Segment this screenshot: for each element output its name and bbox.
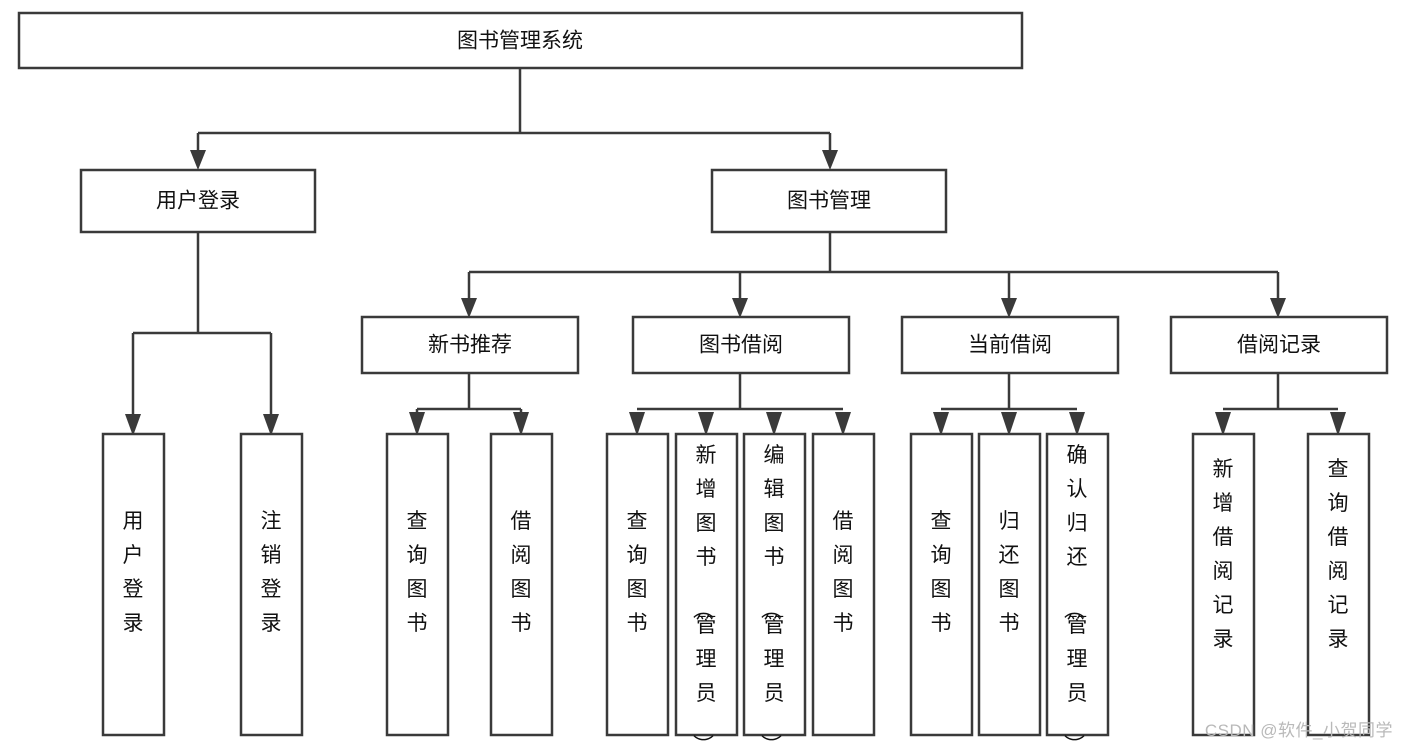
arrow-head-user-login <box>190 150 206 170</box>
node-book-borrow-box[interactable] <box>631 315 851 375</box>
node-root-label: 图书管理系统 <box>457 30 583 53</box>
node-leaf-edit-book-label: 编辑图书（管理员） <box>759 444 785 747</box>
arrow-head-leaf-logout-login <box>263 414 279 436</box>
node-leaf-add-record[interactable]: 新增借阅记录 <box>1191 432 1256 737</box>
node-leaf-add-book-box[interactable] <box>674 432 739 737</box>
arrow-head-leaf-user-login <box>125 414 141 436</box>
node-user-login-label: 用户登录 <box>156 190 240 213</box>
node-leaf-add-record-label: 新增借阅记录 <box>1213 458 1234 651</box>
node-book-borrow[interactable]: 图书借阅 <box>631 315 851 375</box>
node-new-book-recommend-box[interactable] <box>360 315 580 375</box>
connector-layer <box>125 68 1346 436</box>
node-book-manage-box[interactable] <box>710 168 948 234</box>
node-leaf-add-record-box[interactable] <box>1191 432 1256 737</box>
node-leaf-borrow-book-2-box[interactable] <box>811 432 876 737</box>
node-leaf-return-book[interactable]: 归还图书 <box>977 432 1042 737</box>
arrow-head-leaf-edit-book <box>766 412 782 436</box>
node-current-borrow[interactable]: 当前借阅 <box>900 315 1120 375</box>
node-leaf-query-record-box[interactable] <box>1306 432 1371 737</box>
node-book-manage[interactable]: 图书管理 <box>710 168 948 234</box>
arrow-head-leaf-borrow-book-1 <box>513 412 529 436</box>
node-leaf-query-book-3-label: 查询图书 <box>931 510 952 635</box>
node-leaf-borrow-book-2[interactable]: 借阅图书 <box>811 432 876 737</box>
node-borrow-record-label: 借阅记录 <box>1237 334 1321 357</box>
node-leaf-user-login-box[interactable] <box>101 432 166 737</box>
node-leaf-logout-login-box[interactable] <box>239 432 304 737</box>
node-leaf-borrow-book-1-label: 借阅图书 <box>511 510 532 635</box>
node-leaf-query-book-3[interactable]: 查询图书 <box>909 432 974 737</box>
node-leaf-borrow-book-1-box[interactable] <box>489 432 554 737</box>
arrow-head-leaf-borrow-book-2 <box>835 412 851 436</box>
node-borrow-record[interactable]: 借阅记录 <box>1169 315 1389 375</box>
node-leaf-query-book-2[interactable]: 查询图书 <box>605 432 670 737</box>
node-leaf-add-book[interactable]: 新增图书（管理员） <box>674 432 739 747</box>
node-root-box[interactable] <box>17 11 1024 70</box>
node-leaf-query-book-1-label: 查询图书 <box>407 510 428 635</box>
arrow-head-new-book-recommend <box>461 298 477 318</box>
node-leaf-edit-book[interactable]: 编辑图书（管理员） <box>742 432 807 747</box>
arrow-head-book-borrow <box>732 298 748 318</box>
node-book-manage-label: 图书管理 <box>787 190 871 213</box>
node-leaf-return-book-label: 归还图书 <box>999 510 1020 635</box>
arrow-head-leaf-query-book-3 <box>933 412 949 436</box>
node-borrow-record-box[interactable] <box>1169 315 1389 375</box>
arrow-head-current-borrow <box>1001 298 1017 318</box>
node-leaf-query-book-2-label: 查询图书 <box>627 510 648 635</box>
node-leaf-user-login[interactable]: 用户登录 <box>101 432 166 737</box>
node-current-borrow-label: 当前借阅 <box>968 334 1052 357</box>
node-leaf-query-book-1-box[interactable] <box>385 432 450 737</box>
arrow-head-leaf-add-book <box>698 412 714 436</box>
node-leaf-query-book-2-box[interactable] <box>605 432 670 737</box>
arrow-head-leaf-add-record <box>1215 412 1231 436</box>
node-leaf-logout-login[interactable]: 注销登录 <box>239 432 304 737</box>
node-leaf-edit-book-box[interactable] <box>742 432 807 737</box>
node-leaf-query-book-1[interactable]: 查询图书 <box>385 432 450 737</box>
arrow-head-book-manage <box>822 150 838 170</box>
node-leaf-borrow-book-1[interactable]: 借阅图书 <box>489 432 554 737</box>
node-user-login-box[interactable] <box>79 168 317 234</box>
node-leaf-add-book-label: 新增图书（管理员） <box>691 444 717 747</box>
node-leaf-confirm-return[interactable]: 确认归还（管理员） <box>1045 432 1110 747</box>
arrow-head-leaf-query-book-1 <box>409 412 425 436</box>
arrow-head-leaf-query-book-2 <box>629 412 645 436</box>
arrow-head-leaf-query-record <box>1330 412 1346 436</box>
node-leaf-return-book-box[interactable] <box>977 432 1042 737</box>
node-current-borrow-box[interactable] <box>900 315 1120 375</box>
node-book-borrow-label: 图书借阅 <box>699 334 783 357</box>
arrow-head-leaf-confirm-return <box>1069 412 1085 436</box>
node-leaf-query-record-label: 查询借阅记录 <box>1328 458 1349 651</box>
node-leaf-user-login-label: 用户登录 <box>123 510 144 635</box>
csdn-watermark: CSDN @软件_小贺同学 <box>1204 721 1393 740</box>
arrow-head-borrow-record <box>1270 298 1286 318</box>
node-new-book-recommend[interactable]: 新书推荐 <box>360 315 580 375</box>
node-leaf-query-record[interactable]: 查询借阅记录 <box>1306 432 1371 737</box>
node-root[interactable]: 图书管理系统 <box>17 11 1024 70</box>
node-leaf-confirm-return-box[interactable] <box>1045 432 1110 737</box>
node-leaf-query-book-3-box[interactable] <box>909 432 974 737</box>
node-leaf-borrow-book-2-label: 借阅图书 <box>833 510 854 635</box>
arrow-head-leaf-return-book <box>1001 412 1017 436</box>
node-leaf-confirm-return-label: 确认归还（管理员） <box>1062 444 1088 747</box>
node-user-login[interactable]: 用户登录 <box>79 168 317 234</box>
node-new-book-recommend-label: 新书推荐 <box>428 334 512 357</box>
node-leaf-logout-login-label: 注销登录 <box>261 510 282 635</box>
